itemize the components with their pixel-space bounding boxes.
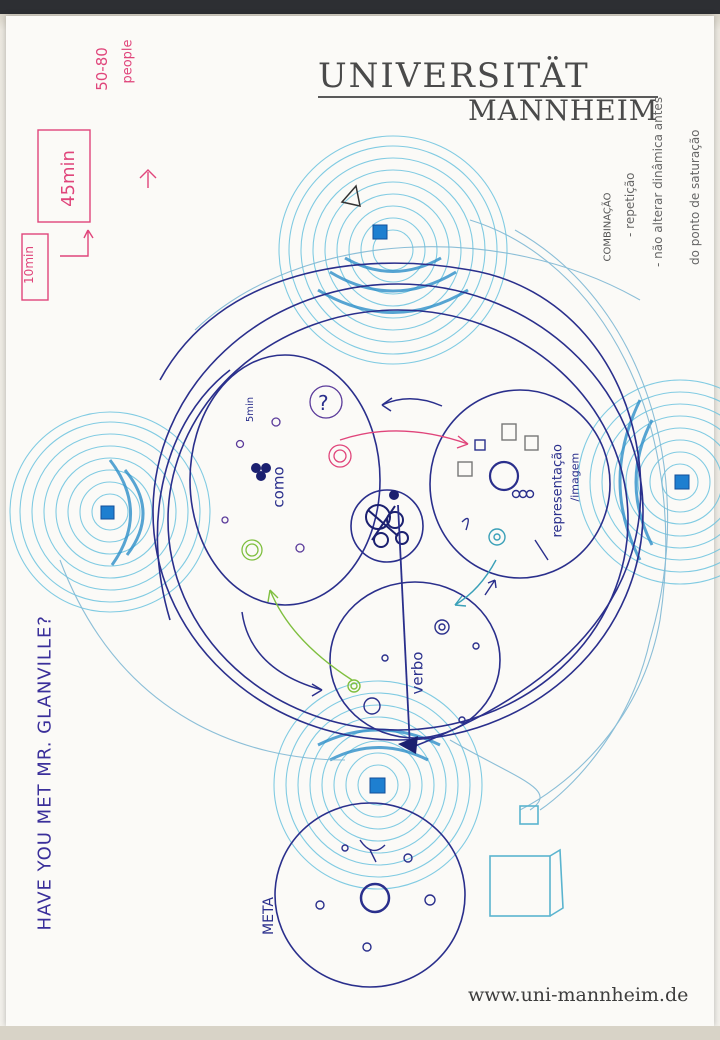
como-dots bbox=[251, 463, 271, 481]
university-logo-line2: MANNHEIM bbox=[468, 94, 659, 127]
pink-people-word: people bbox=[120, 39, 136, 84]
combinacao-item-1: - repetição bbox=[623, 172, 637, 237]
table-edge bbox=[0, 1026, 720, 1040]
center-symbols bbox=[365, 504, 409, 548]
arrowhead-teal bbox=[454, 595, 467, 607]
meta-circle bbox=[274, 802, 466, 988]
como-circle bbox=[189, 354, 381, 606]
center-circle bbox=[350, 489, 424, 563]
outer-loops bbox=[152, 262, 644, 749]
center-dot bbox=[389, 490, 399, 500]
question-label: HAVE YOU MET MR. GLANVILLE? bbox=[34, 615, 56, 931]
footer-url: www.uni-mannheim.de bbox=[468, 984, 689, 1006]
pink-annotations bbox=[21, 129, 157, 301]
arrowhead-green bbox=[267, 589, 279, 603]
poster-sheet bbox=[6, 16, 714, 1026]
arrow-como-to-verbo bbox=[241, 611, 323, 691]
ripple-cluster-top bbox=[278, 135, 508, 365]
ripple-cluster-right bbox=[577, 379, 720, 585]
arrow-small-navy bbox=[484, 579, 497, 596]
question-mark: ? bbox=[318, 391, 329, 415]
meta-contents bbox=[315, 839, 436, 952]
arrowhead-2 bbox=[311, 683, 323, 697]
verbo-label: verbo bbox=[408, 651, 427, 695]
combinacao-item-2: - não alterar dinâmica antes bbox=[651, 96, 665, 267]
spine-line bbox=[397, 504, 411, 749]
representacao-circle bbox=[429, 389, 611, 579]
arrowhead-1 bbox=[381, 397, 393, 412]
como-label: como bbox=[269, 466, 288, 508]
pink-people-count: 50-80 bbox=[92, 47, 111, 91]
arrow-teal bbox=[454, 559, 497, 606]
pink-10min: 10min bbox=[21, 246, 36, 284]
arrow-rep-to-como bbox=[381, 398, 443, 407]
emphasis-arcs bbox=[108, 256, 654, 762]
como-contents bbox=[221, 385, 352, 561]
combinacao-item-3: do ponto de saturação bbox=[688, 129, 702, 265]
navy-triangle-icon bbox=[398, 736, 418, 754]
logo-rule bbox=[318, 96, 658, 98]
five-min-label: 5min bbox=[245, 396, 257, 423]
ripple-centers bbox=[100, 224, 690, 794]
verbo-contents bbox=[347, 619, 480, 724]
combinacao-title: COMBINAÇÃO bbox=[602, 192, 614, 262]
monitor-icon bbox=[489, 805, 564, 917]
arrow-pink bbox=[339, 430, 469, 445]
thin-connection-lines bbox=[59, 219, 669, 811]
arrowhead-pink bbox=[456, 435, 469, 449]
representacao-label: representação bbox=[550, 443, 566, 538]
pink-45min: 45min bbox=[57, 150, 79, 207]
rep-contents bbox=[457, 423, 549, 561]
university-logo-line1: UNIVERSITÄT bbox=[318, 56, 590, 96]
meta-label: META bbox=[260, 897, 277, 935]
arrow-green bbox=[269, 589, 353, 681]
ripple-cluster-left bbox=[9, 411, 211, 613]
triangle-icon bbox=[340, 184, 361, 207]
imagem-label: /imagem bbox=[568, 452, 582, 502]
ripple-cluster-bottom bbox=[273, 680, 483, 890]
